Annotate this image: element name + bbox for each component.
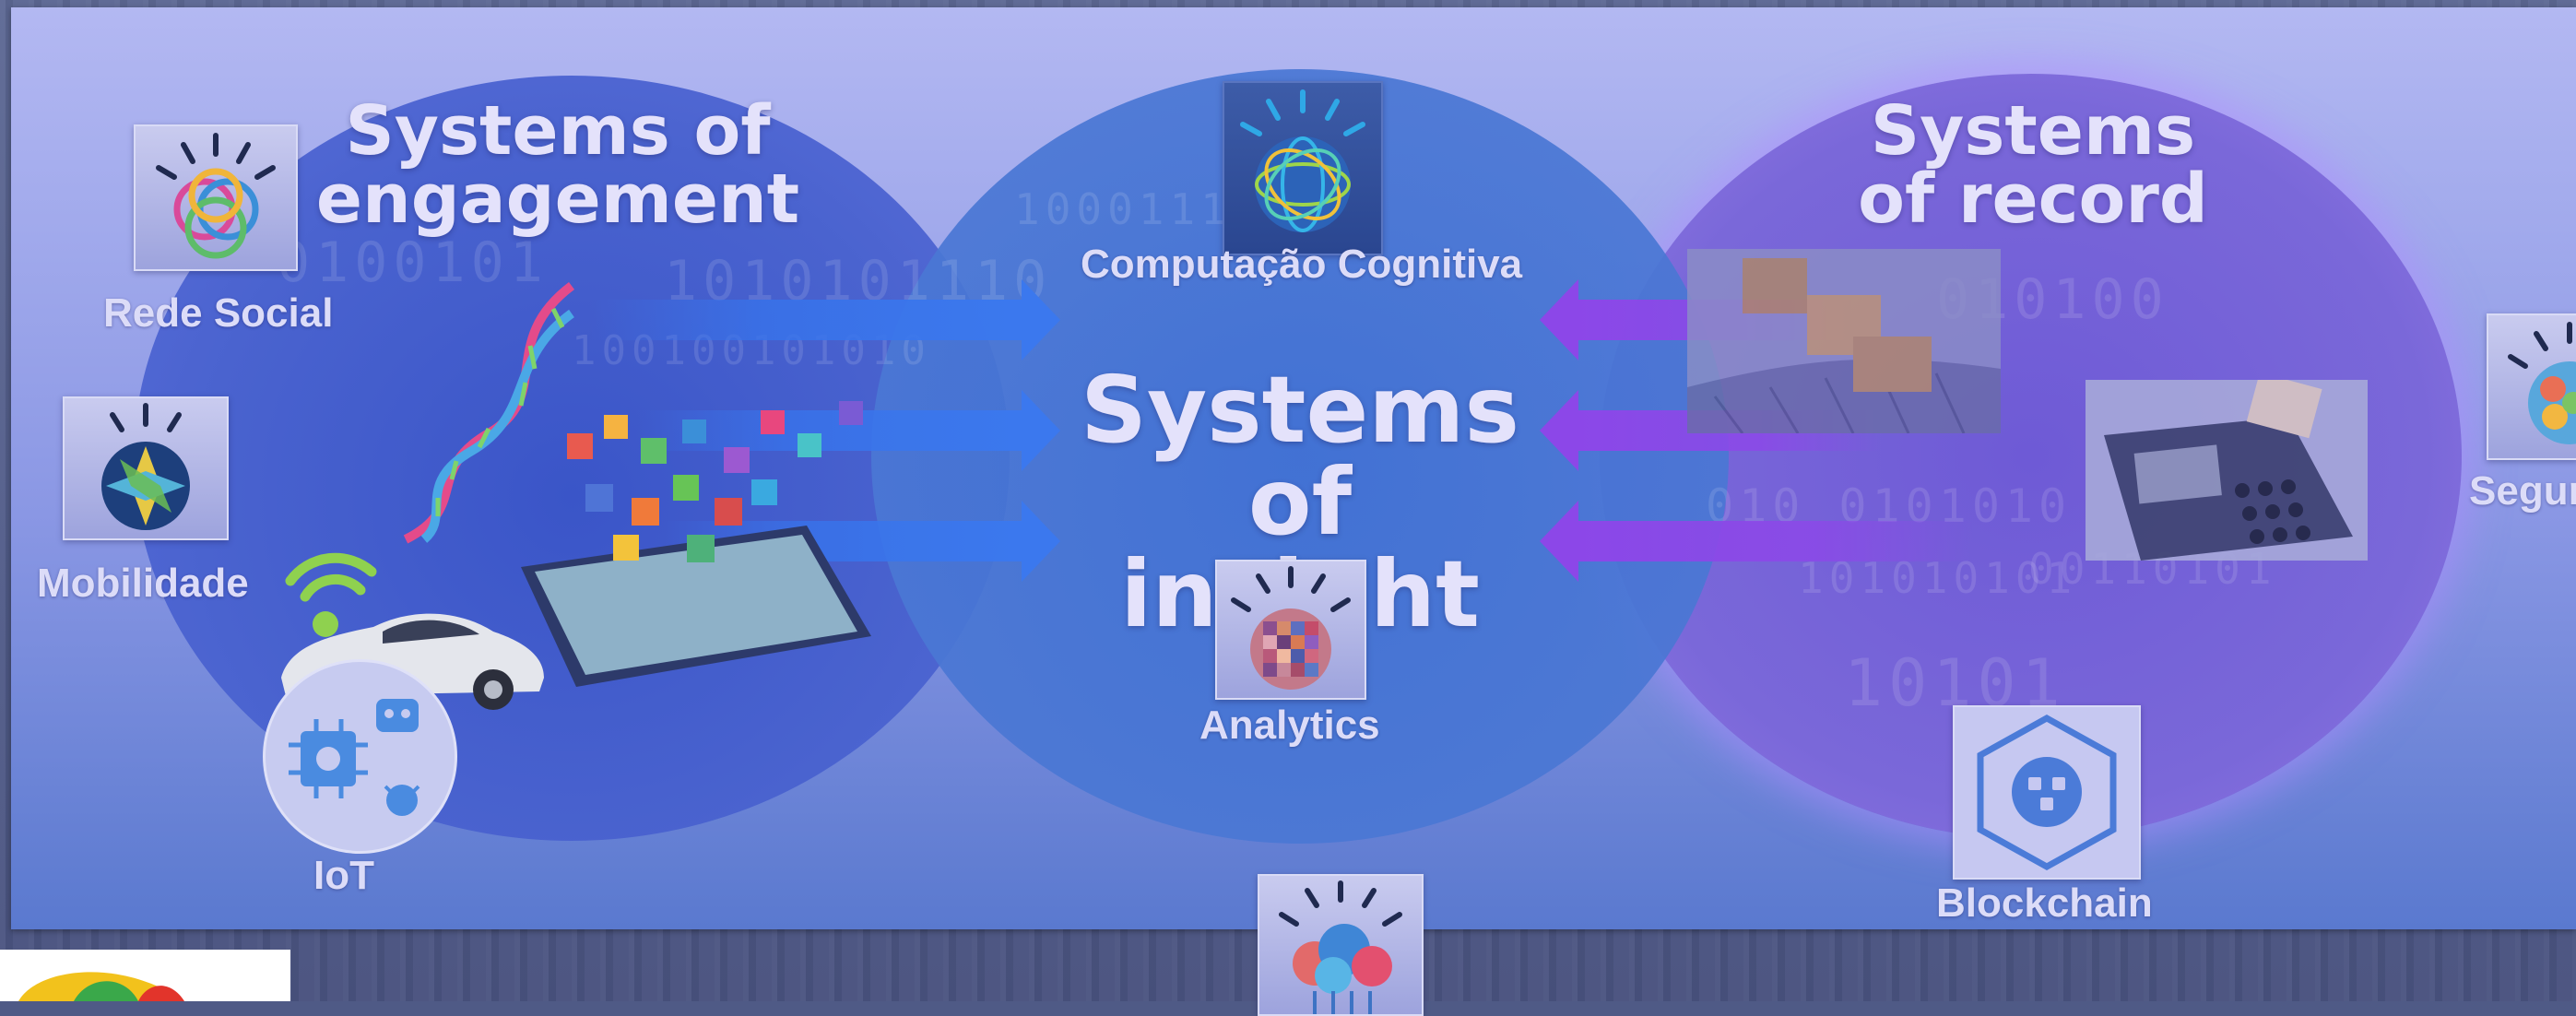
mobilidade-label: Mobilidade [37,561,249,606]
insight-title-line1: Systems of [1080,356,1520,556]
engagement-title-line2: engagement [315,159,800,239]
mobility-icon [63,396,229,540]
cloud-icon [1258,874,1424,1016]
iot-icon [263,659,457,854]
binary-text: 101010101 [1798,553,2078,603]
blockchain-label: Blockchain [1936,880,2153,926]
record-title-line1: Systems [1870,91,2196,171]
card-terminal-icon [2086,380,2368,561]
binary-text: 10001110 [1014,184,1263,234]
blockchain-icon [1953,705,2141,880]
record-title: Systems of record [1826,97,2240,233]
arrow-record-to-insight-3 [1540,501,1973,582]
arrow-engagement-to-insight-1 [590,279,1060,360]
analytics-icon [1215,560,1366,700]
social-network-icon [134,124,298,271]
logo [0,950,290,1001]
binary-text: 0100101 [277,230,549,295]
engagement-title: Systems of engagement [304,97,811,233]
cognitive-computing-icon [1223,81,1383,255]
conveyor-belt-icon [1687,249,2001,433]
seguranca-label: Segur [2469,468,2576,514]
rede-social-label: Rede Social [103,290,334,336]
dna-icon [387,277,599,544]
record-title-line2: of record [1858,159,2208,239]
arrow-engagement-to-insight-2 [636,390,1060,471]
computacao-cognitiva-label: Computação Cognitiva [1081,242,1523,287]
analytics-label: Analytics [1199,703,1380,748]
wifi-icon [272,539,383,641]
iot-label: IoT [313,853,374,898]
security-icon [2487,313,2576,460]
engagement-title-line1: Systems of [345,91,771,171]
tablet-icon [502,396,899,701]
